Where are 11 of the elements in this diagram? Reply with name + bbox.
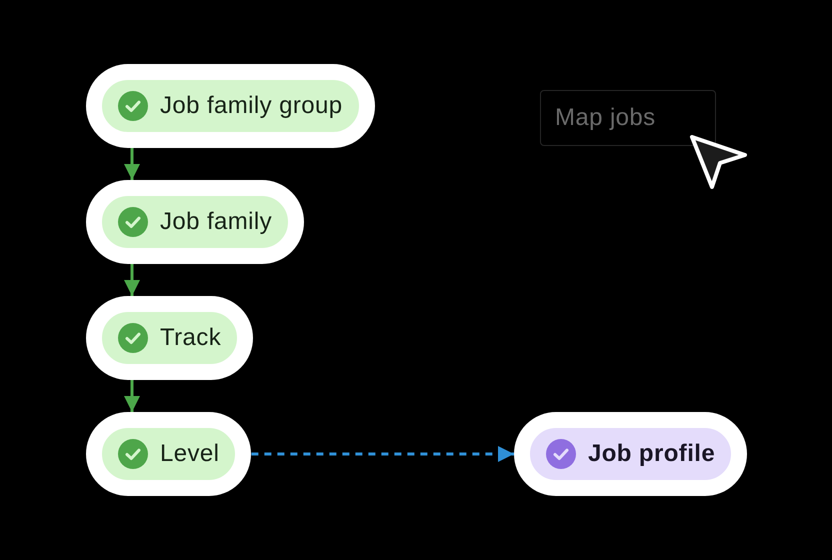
arrow	[124, 380, 140, 412]
node-label: Job family group	[160, 92, 342, 120]
node-label: Track	[160, 324, 222, 352]
ghost-input-box	[540, 90, 716, 146]
arrow	[251, 446, 514, 462]
arrow	[124, 148, 140, 180]
node-label: Level	[160, 440, 220, 468]
node-label: Job family	[160, 208, 272, 236]
node-label: Job profile	[588, 440, 716, 468]
node-label: Map jobs	[555, 104, 656, 132]
arrow	[124, 264, 140, 296]
